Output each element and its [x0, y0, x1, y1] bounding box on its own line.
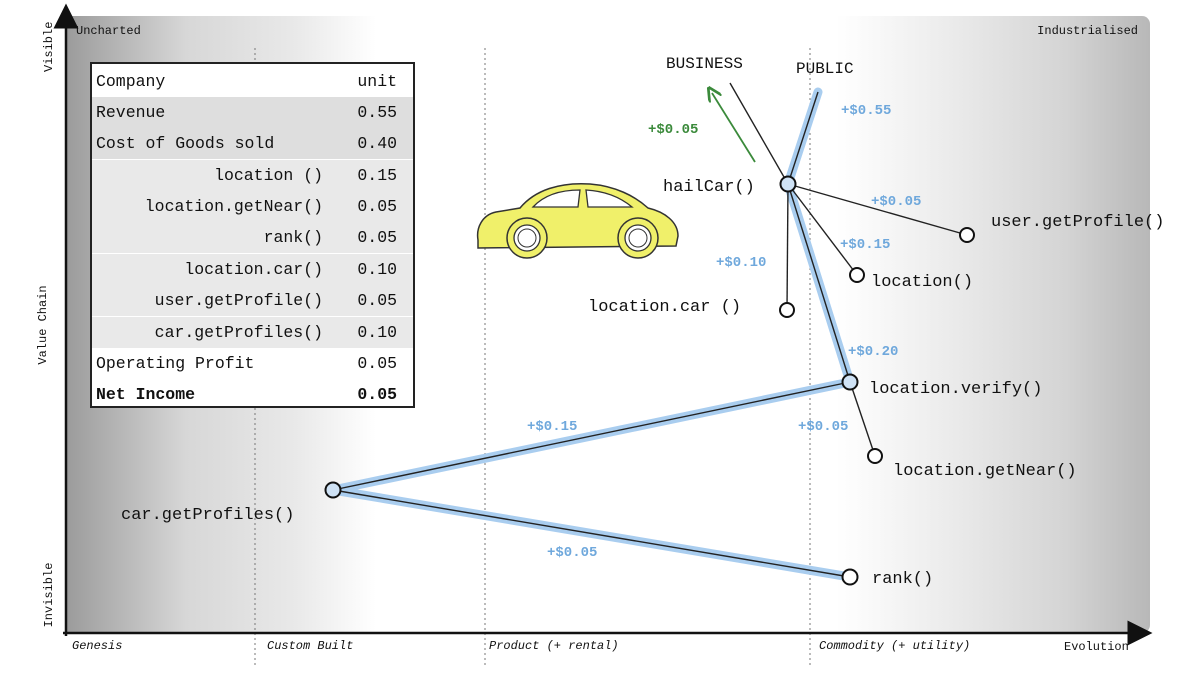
label-rank: rank()	[872, 570, 934, 589]
car-icon	[476, 182, 679, 259]
row-value: 0.55	[357, 103, 397, 122]
node-rank[interactable]	[841, 568, 859, 586]
row-label: car.getProfiles()	[154, 323, 323, 342]
node-location[interactable]	[849, 267, 865, 283]
dependency-links	[332, 82, 968, 578]
table-row: location () 0.15	[92, 160, 413, 191]
stage-genesis: Genesis	[72, 639, 123, 653]
table-row: car.getProfiles() 0.10	[92, 317, 413, 348]
node-location-getnear[interactable]	[867, 448, 883, 464]
table-row: user.getProfile() 0.05	[92, 285, 413, 316]
flow-business: +$0.05	[648, 122, 699, 138]
business-tag: BUSINESS	[666, 55, 743, 73]
row-label: Operating Profit	[96, 354, 255, 373]
table-row: Cost of Goods sold 0.40	[92, 128, 413, 159]
row-value: 0.05	[357, 197, 397, 216]
stage-custom-built: Custom Built	[267, 639, 354, 653]
flow-location: +$0.15	[840, 237, 891, 253]
node-location-verify[interactable]	[841, 373, 859, 391]
node-user-getprofile[interactable]	[959, 227, 975, 243]
table-row: Net Income 0.05	[92, 379, 413, 410]
table-row: Operating Profit 0.05	[92, 348, 413, 379]
label-car-getprofiles: car.getProfiles()	[121, 506, 295, 525]
value-chain-label: Value Chain	[36, 285, 50, 365]
row-label: Net Income	[96, 385, 196, 404]
flow-public: +$0.55	[841, 103, 892, 119]
industrialised-label: Industrialised	[1037, 24, 1138, 38]
flow-location-verify: +$0.20	[848, 344, 899, 360]
node-car-getprofiles[interactable]	[324, 481, 342, 499]
row-value: 0.10	[357, 260, 397, 279]
row-value: 0.05	[357, 291, 397, 310]
stage-product: Product (+ rental)	[489, 639, 619, 653]
header-value: unit	[357, 72, 397, 91]
table-row: location.getNear() 0.05	[92, 191, 413, 222]
stage-commodity: Commodity (+ utility)	[819, 639, 971, 653]
row-label: location.car()	[184, 260, 323, 279]
table-row: Revenue 0.55	[92, 97, 413, 128]
row-value: 0.10	[357, 323, 397, 342]
business-flow-arrow	[712, 93, 756, 163]
flow-car-getprofiles: +$0.15	[527, 419, 578, 435]
label-location-getnear: location.getNear()	[893, 462, 1077, 481]
uncharted-label: Uncharted	[76, 24, 141, 38]
node-hailcar[interactable]	[779, 175, 797, 193]
row-label: user.getProfile()	[154, 291, 323, 310]
flow-location-car: +$0.10	[716, 255, 767, 271]
invisible-label: Invisible	[42, 562, 56, 628]
row-value: 0.05	[357, 228, 397, 247]
row-label: location.getNear()	[144, 197, 323, 216]
label-location: location()	[871, 273, 974, 292]
visible-label: Visible	[42, 21, 56, 72]
label-hailcar: hailCar()	[663, 178, 755, 197]
header-label: Company	[96, 72, 166, 91]
row-value: 0.05	[357, 385, 397, 404]
row-label: Cost of Goods sold	[96, 134, 275, 153]
flow-rank: +$0.05	[547, 545, 598, 561]
label-location-verify: location.verify()	[869, 380, 1043, 399]
table-row: location.car() 0.10	[92, 254, 413, 285]
flow-user-getprofile: +$0.05	[871, 194, 922, 210]
table-row: rank() 0.05	[92, 222, 413, 253]
profit-loss-table: Company unit Revenue 0.55 Cost of Goods …	[90, 62, 415, 408]
row-value: 0.40	[357, 134, 397, 153]
table-header: Company unit	[92, 66, 413, 97]
public-tag: PUBLIC	[796, 60, 854, 78]
label-user-getprofile: user.getProfile()	[991, 213, 1165, 232]
flow-location-getnear: +$0.05	[798, 419, 849, 435]
row-label: rank()	[263, 228, 323, 247]
row-value: 0.15	[357, 166, 397, 185]
row-value: 0.05	[357, 354, 397, 373]
row-label: Revenue	[96, 103, 166, 122]
label-location-car: location.car ()	[588, 298, 742, 317]
evolution-label: Evolution	[1064, 640, 1129, 654]
node-location-car[interactable]	[779, 302, 795, 318]
row-label: location ()	[214, 166, 323, 185]
